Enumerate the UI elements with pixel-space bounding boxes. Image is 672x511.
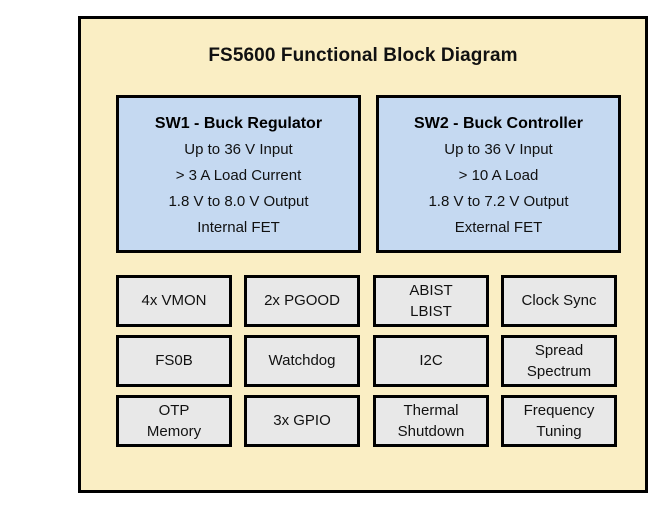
block-sw1-spec-line: 1.8 V to 8.0 V Output	[168, 192, 309, 210]
block-sw2-heading: SW2 - Buck Controller	[414, 114, 583, 132]
block-sw2-spec-line: 1.8 V to 7.2 V Output	[428, 192, 569, 210]
feature-block-fs0b[interactable]: FS0B	[116, 335, 232, 387]
block-sw1-spec-line: > 3 A Load Current	[175, 166, 302, 184]
feature-block-frequency-tuning[interactable]: Frequency Tuning	[501, 395, 617, 447]
feature-block-otp-memory[interactable]: OTP Memory	[116, 395, 232, 447]
feature-block-label: Tuning	[536, 423, 582, 440]
feature-block-label: ABIST	[409, 282, 453, 299]
feature-block-bist[interactable]: ABIST LBIST	[373, 275, 489, 327]
block-sw1-heading: SW1 - Buck Regulator	[154, 114, 323, 132]
feature-block-label: FS0B	[155, 352, 193, 369]
feature-block-i2c[interactable]: I2C	[373, 335, 489, 387]
feature-block-label: Spread	[534, 342, 584, 359]
feature-block-label: Clock Sync	[521, 292, 597, 309]
feature-block-label: 2x PGOOD	[264, 292, 340, 309]
feature-block-label: Spectrum	[526, 363, 592, 380]
feature-block-label: LBIST	[410, 303, 452, 320]
feature-block-pgood[interactable]: 2x PGOOD	[244, 275, 360, 327]
block-sw2-spec-line: External FET	[454, 218, 543, 236]
feature-block-label: Watchdog	[268, 352, 336, 369]
feature-block-thermal-shutdown[interactable]: Thermal Shutdown	[373, 395, 489, 447]
block-sw1-spec-line: Up to 36 V Input	[184, 140, 293, 158]
functional-block-diagram-frame: FS5600 Functional Block Diagram SW1 - Bu…	[78, 16, 648, 493]
feature-block-vmon[interactable]: 4x VMON	[116, 275, 232, 327]
feature-block-clock-sync[interactable]: Clock Sync	[501, 275, 617, 327]
block-sw2-spec-line: Up to 36 V Input	[444, 140, 553, 158]
feature-block-gpio[interactable]: 3x GPIO	[244, 395, 360, 447]
feature-block-label: Frequency	[523, 402, 595, 419]
feature-block-label: Thermal	[403, 402, 459, 419]
feature-block-label: I2C	[419, 352, 443, 369]
feature-block-label: Memory	[146, 423, 202, 440]
block-sw1-spec-line: Internal FET	[197, 218, 280, 236]
feature-block-watchdog[interactable]: Watchdog	[244, 335, 360, 387]
feature-block-label: 4x VMON	[141, 292, 207, 309]
block-sw1-buck-regulator[interactable]: SW1 - Buck Regulator Up to 36 V Input > …	[116, 95, 361, 253]
block-sw2-spec-line: > 10 A Load	[458, 166, 539, 184]
feature-block-label: 3x GPIO	[273, 412, 331, 429]
feature-block-label: OTP	[158, 402, 190, 419]
feature-block-spread-spectrum[interactable]: Spread Spectrum	[501, 335, 617, 387]
page-title: FS5600 Functional Block Diagram	[208, 45, 518, 66]
feature-block-label: Shutdown	[397, 423, 465, 440]
block-sw2-buck-controller[interactable]: SW2 - Buck Controller Up to 36 V Input >…	[376, 95, 621, 253]
